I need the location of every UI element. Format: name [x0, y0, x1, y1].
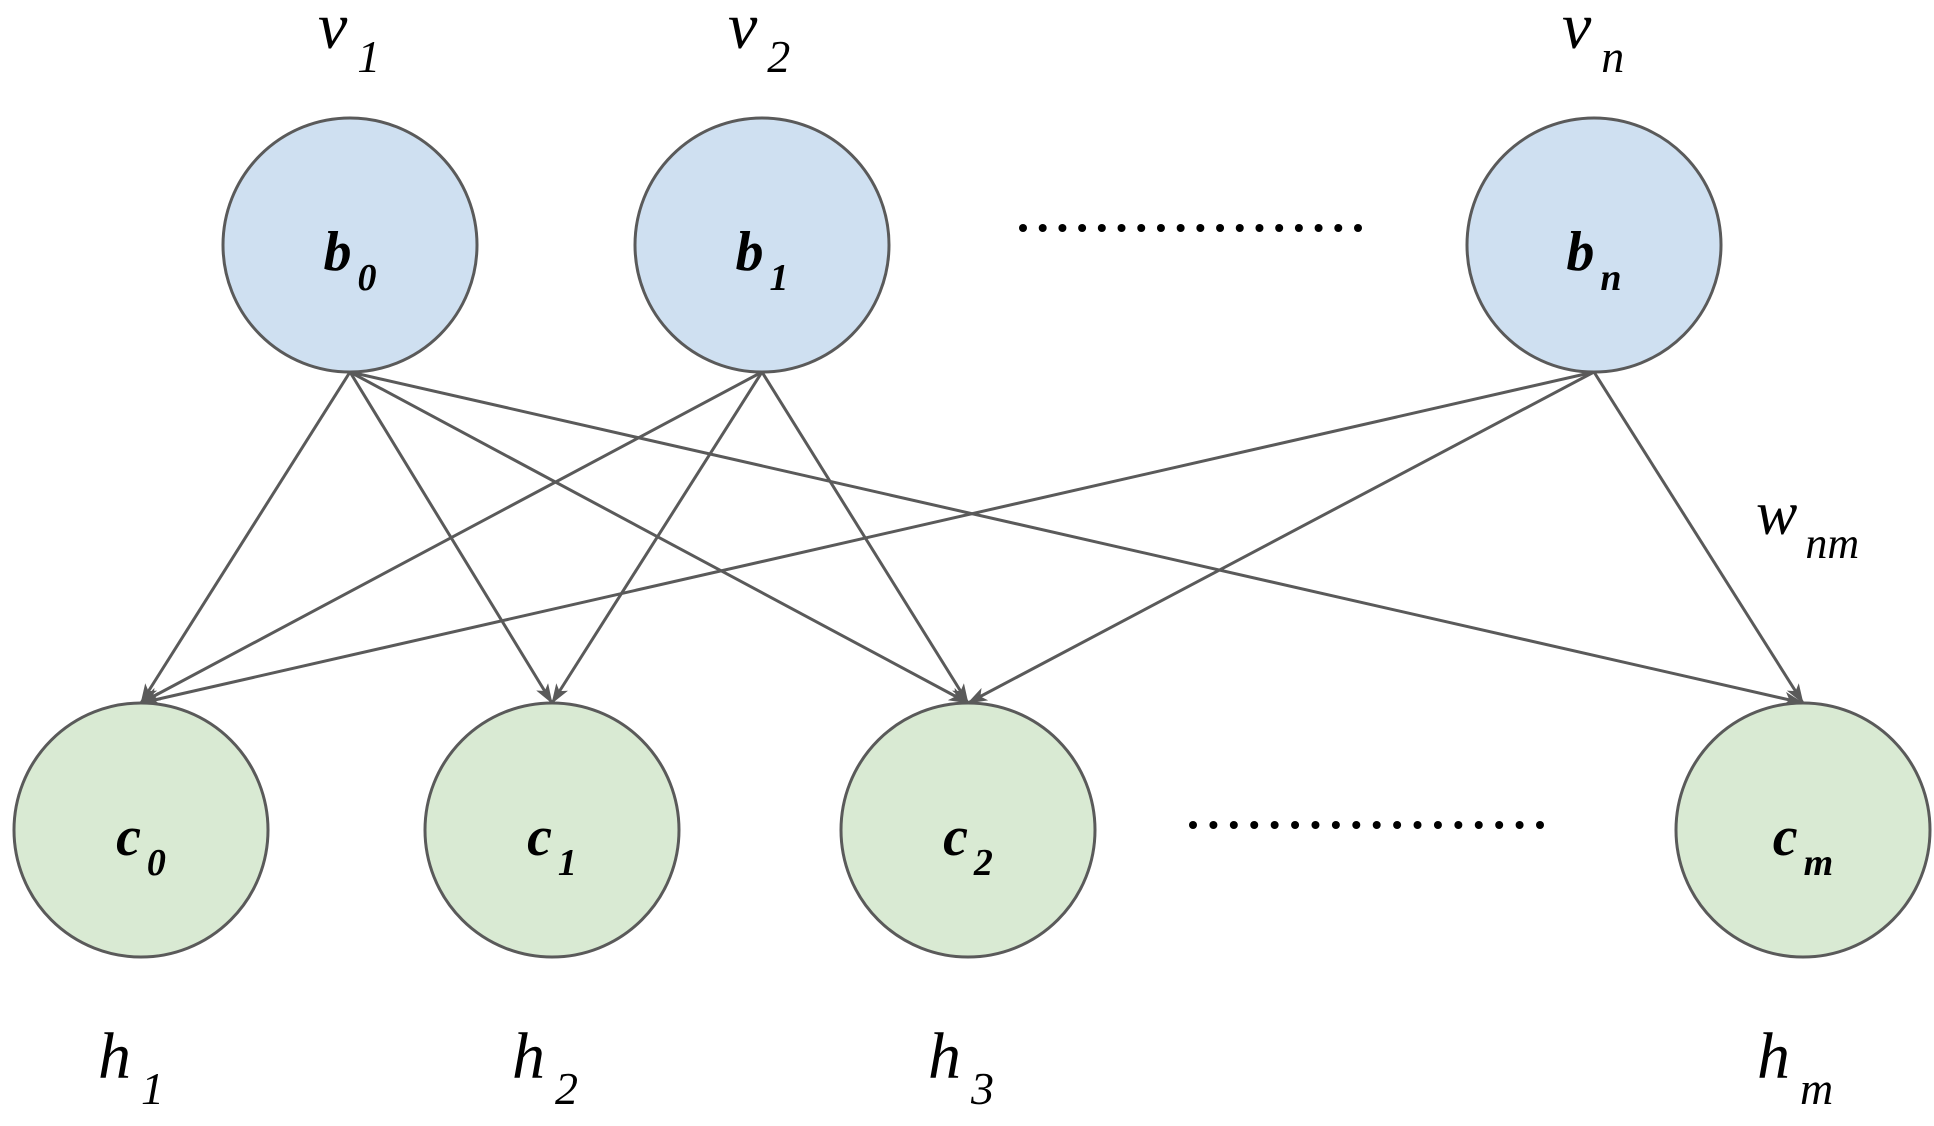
hidden-ellipsis-dot	[1311, 821, 1320, 829]
visible-ellipsis-dot	[1097, 224, 1106, 232]
edge-b0-c0	[139, 371, 352, 704]
visible-ellipsis-dot	[1354, 224, 1362, 232]
hidden-ellipsis-dot	[1536, 821, 1544, 829]
edge-b0-cm	[349, 370, 1804, 706]
hidden-ellipsis-dot	[1352, 821, 1361, 829]
hidden-ellipsis-dot	[1515, 821, 1524, 829]
visible-ellipsis-dot	[1019, 224, 1027, 232]
visible-ellipsis-dot	[1294, 224, 1303, 232]
hidden-ellipsis-dot	[1209, 821, 1218, 829]
visible-ellipsis-dot	[1156, 224, 1165, 232]
visible-ellipsis-dot	[1275, 224, 1284, 232]
hidden-ellipsis-dot	[1413, 821, 1422, 829]
visible-ellipsis-dot	[1334, 224, 1343, 232]
edge-bn-c2	[967, 370, 1595, 705]
hidden-ellipsis-dot	[1250, 821, 1259, 829]
edge-group	[139, 370, 1805, 706]
hidden-ellipsis-dot	[1454, 821, 1463, 829]
hidden-ellipsis-dot	[1495, 821, 1504, 829]
hidden-ellipsis-dot	[1372, 821, 1381, 829]
edge-b1-c0	[140, 370, 763, 705]
visible-ellipsis-dot	[1196, 224, 1205, 232]
visible-ellipsis-dot	[1176, 224, 1185, 232]
hidden-ellipsis-dot	[1270, 821, 1279, 829]
visible-ellipsis-dot	[1255, 224, 1264, 232]
hidden-ellipsis-dot	[1331, 821, 1340, 829]
visible-layer-ellipsis	[1019, 224, 1362, 232]
hidden-ellipsis-dot	[1189, 821, 1197, 829]
edge-b1-c1	[550, 371, 764, 704]
edge-bn-c0	[140, 370, 1595, 706]
hidden-ellipsis-dot	[1291, 821, 1300, 829]
edge-b0-c2	[349, 370, 969, 705]
hidden-ellipsis-dot	[1229, 821, 1238, 829]
hidden-ellipsis-dot	[1433, 821, 1442, 829]
visible-ellipsis-dot	[1235, 224, 1244, 232]
visible-ellipsis-dot	[1058, 224, 1067, 232]
hidden-ellipsis-dot	[1474, 821, 1483, 829]
hidden-ellipsis-dot	[1393, 821, 1402, 829]
visible-ellipsis-dot	[1117, 224, 1126, 232]
hidden-layer-ellipsis	[1189, 821, 1544, 829]
visible-ellipsis-dot	[1078, 224, 1087, 232]
visible-ellipsis-dot	[1038, 224, 1047, 232]
visible-ellipsis-dot	[1216, 224, 1225, 232]
edge-bn-cm	[1592, 371, 1805, 704]
visible-ellipsis-dot	[1314, 224, 1323, 232]
visible-ellipsis-dot	[1137, 224, 1146, 232]
